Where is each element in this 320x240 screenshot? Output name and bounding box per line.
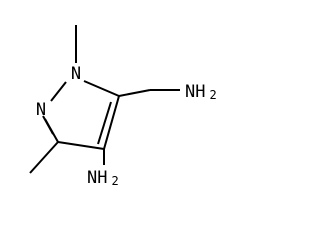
atom-n1-label: N — [71, 64, 81, 84]
molecule-structure: N N NH 2 NH 2 — [29, 25, 217, 188]
bond-n2-n1 — [50, 81, 67, 102]
bond-c5-ch2 — [118, 89, 151, 97]
ring-amine-label: NH 2 — [87, 168, 119, 188]
bond-c3-methyl — [29, 141, 59, 174]
ch2-amine-nh: NH — [185, 82, 205, 102]
ch2-amine-label: NH 2 — [185, 82, 217, 102]
bond-c5-c4 — [103, 95, 120, 150]
ring-amine-nh: NH — [87, 168, 107, 188]
ch2-amine-subscript: 2 — [209, 88, 216, 102]
bond-c5-c4-inner — [97, 101, 112, 145]
atom-n2-label: N — [36, 100, 46, 120]
bond-n1-c5 — [83, 80, 120, 97]
ring-amine-subscript: 2 — [111, 174, 118, 188]
bond-c3-n2-inner — [42, 115, 54, 135]
bond-c4-c3 — [57, 141, 105, 150]
